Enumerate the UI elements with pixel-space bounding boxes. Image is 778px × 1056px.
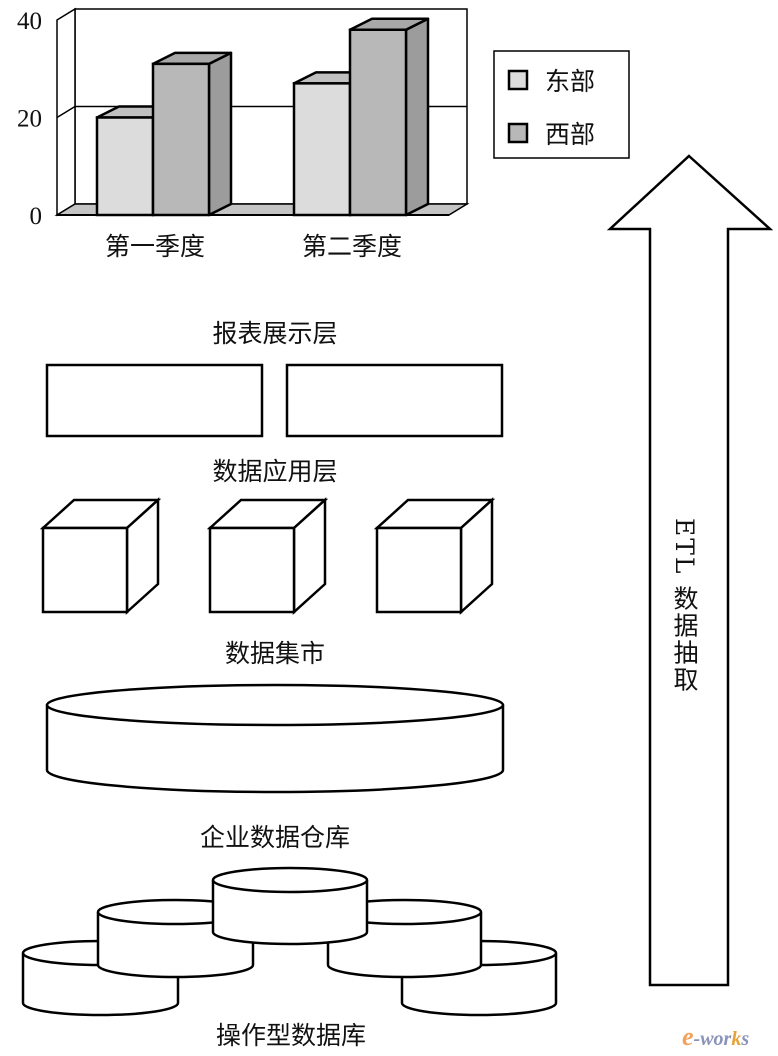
bar-front	[95, 116, 155, 217]
cube-icon	[39, 497, 162, 615]
datamart-cubes	[39, 497, 496, 615]
y-tick-label: 20	[17, 106, 42, 133]
etl-text: 数据抽取	[670, 585, 699, 694]
cube-icon	[206, 497, 329, 615]
report-box-1	[45, 363, 264, 438]
legend-swatch-east	[507, 69, 529, 91]
bars	[95, 17, 430, 217]
gridline-side	[56, 105, 76, 119]
eworks-watermark-logo: e-works	[682, 1022, 749, 1052]
database-cylinder-icon	[211, 866, 369, 946]
operational-databases	[21, 866, 558, 1017]
legend: 东部 西部	[493, 50, 630, 159]
report-box-2	[285, 363, 504, 438]
x-category-labels: 第一季度 第二季度	[105, 232, 402, 261]
cube-icon	[373, 497, 496, 615]
watermark-k: k	[731, 1028, 742, 1050]
etl-prefix: ETL	[670, 518, 699, 576]
watermark-e: e	[682, 1022, 694, 1051]
report-layer-title: 报表展示层	[212, 319, 337, 348]
bar-front	[348, 28, 408, 217]
etl-arrow-icon	[606, 154, 774, 987]
etl-label: ETL 数据抽取	[670, 518, 699, 694]
legend-swatch-west	[507, 122, 529, 144]
x-category-label: 第二季度	[302, 232, 402, 261]
warehouse-cylinder	[45, 683, 505, 794]
application-layer-title: 数据应用层	[212, 457, 337, 486]
bar-front	[151, 62, 211, 217]
x-category-label: 第一季度	[105, 232, 205, 261]
legend-label-west: 西部	[545, 120, 595, 149]
warehouse-title: 企业数据仓库	[200, 823, 350, 852]
y-tick-label: 40	[17, 8, 42, 35]
y-tick-label: 0	[30, 203, 43, 230]
watermark-s: s	[741, 1028, 750, 1050]
datamart-title: 数据集市	[225, 639, 325, 668]
operational-title: 操作型数据库	[216, 1021, 366, 1050]
watermark-text: -wor	[693, 1028, 732, 1050]
y-tick-labels: 0 20 40	[17, 8, 42, 230]
bar	[348, 17, 430, 217]
bar	[151, 51, 233, 217]
bar-side	[404, 17, 430, 217]
legend-label-east: 东部	[545, 67, 595, 96]
bar-front	[292, 82, 352, 217]
bar-chart: 0 20 40 第一季度 第二季度 东部 西部	[17, 7, 630, 261]
bar-side	[207, 51, 233, 217]
